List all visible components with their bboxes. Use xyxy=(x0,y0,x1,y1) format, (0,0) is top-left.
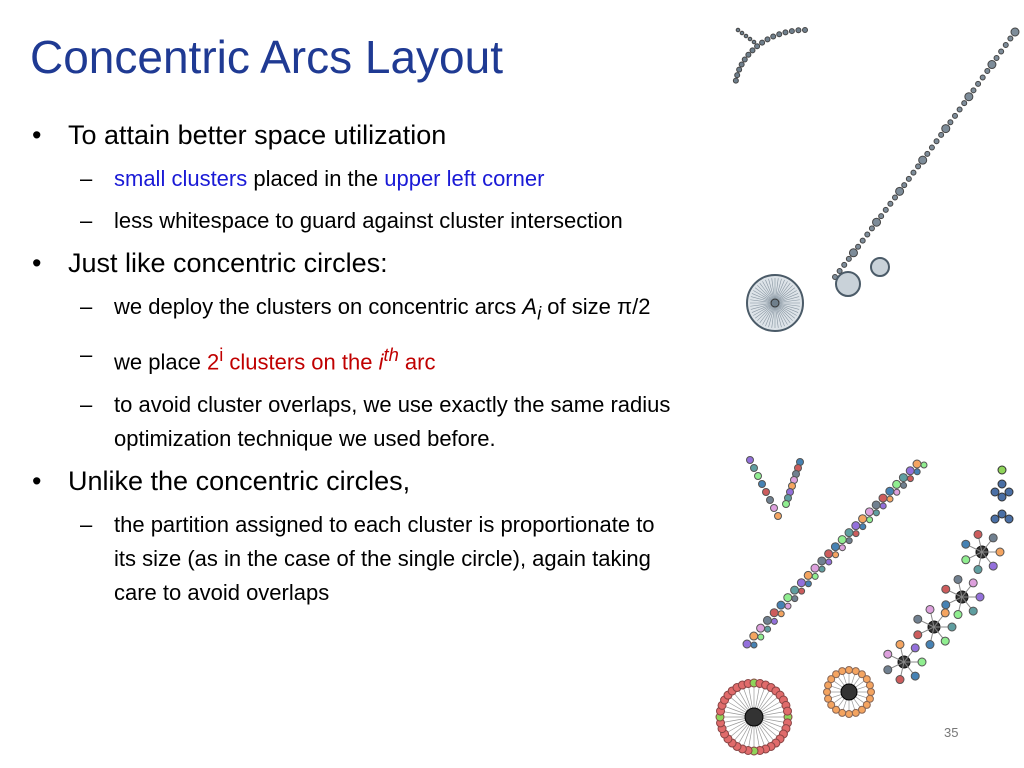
slide-title: Concentric Arcs Layout xyxy=(30,31,504,83)
bullet-text: Just like concentric circles: xyxy=(68,248,388,278)
sub-bullet-text: the partition assigned to each cluster i… xyxy=(114,511,655,605)
arc-subscript: i xyxy=(537,302,542,324)
sub-bullet-text: less whitespace to guard against cluster… xyxy=(114,208,623,233)
highlight-small-clusters: small clusters xyxy=(114,166,248,191)
concentric-arc-graph-icon xyxy=(732,27,1020,332)
bullet-unlike-circles: • Unlike the concentric circles, xyxy=(30,464,680,498)
sub-bullet-whitespace: – less whitespace to guard against clust… xyxy=(30,204,680,238)
sub-bullet-small-clusters: – small clusters placed in the upper lef… xyxy=(30,162,680,196)
arc-variable: A xyxy=(522,294,538,319)
bullet-text: Unlike the concentric circles, xyxy=(68,465,411,496)
sub-bullet-text: placed in the xyxy=(247,166,385,191)
dash-icon: – xyxy=(80,391,93,417)
bullet-concentric-circles: • Just like concentric circles: xyxy=(30,246,680,280)
highlight-clusters-on-arc: clusters on the xyxy=(223,349,379,375)
dash-icon: – xyxy=(80,208,93,233)
sub-bullet-deploy-arcs: – we deploy the clusters on concentric a… xyxy=(30,290,680,330)
dash-icon: – xyxy=(80,342,93,368)
sub-bullet-text: of size π/2 xyxy=(541,294,651,319)
dash-icon: – xyxy=(80,166,93,191)
sub-bullet-overlaps: – to avoid cluster overlaps, we use exac… xyxy=(30,388,680,456)
highlight-th: th xyxy=(383,344,399,366)
bullet-dot-icon: • xyxy=(32,465,42,496)
dash-icon: – xyxy=(80,294,93,319)
dash-icon: – xyxy=(80,511,93,537)
highlight-superscript: i xyxy=(219,344,224,366)
highlight-arc: arc xyxy=(398,349,436,375)
highlight-upper-left-corner: upper left corner xyxy=(384,166,545,191)
bullet-text: To attain better space utilization xyxy=(68,120,447,150)
slide-content: • To attain better space utilization – s… xyxy=(30,118,680,618)
bullet-dot-icon: • xyxy=(32,120,42,150)
bullet-dot-icon: • xyxy=(32,248,42,278)
highlight-two: 2 xyxy=(206,349,220,375)
sub-bullet-text: we deploy the clusters on concentric arc… xyxy=(114,294,523,319)
bullet-space-utilization: • To attain better space utilization xyxy=(30,118,680,152)
colored-cluster-graph-icon xyxy=(715,456,1014,756)
highlight-i: i xyxy=(378,349,384,375)
sub-bullet-text: to avoid cluster overlaps, we use exactl… xyxy=(114,391,671,451)
sub-bullet-partition: – the partition assigned to each cluster… xyxy=(30,508,680,610)
page-number: 35 xyxy=(944,725,959,740)
sub-bullet-place-clusters: – we place 2i clusters on the ith arc xyxy=(30,338,680,379)
sub-bullet-text: we place xyxy=(114,349,207,375)
